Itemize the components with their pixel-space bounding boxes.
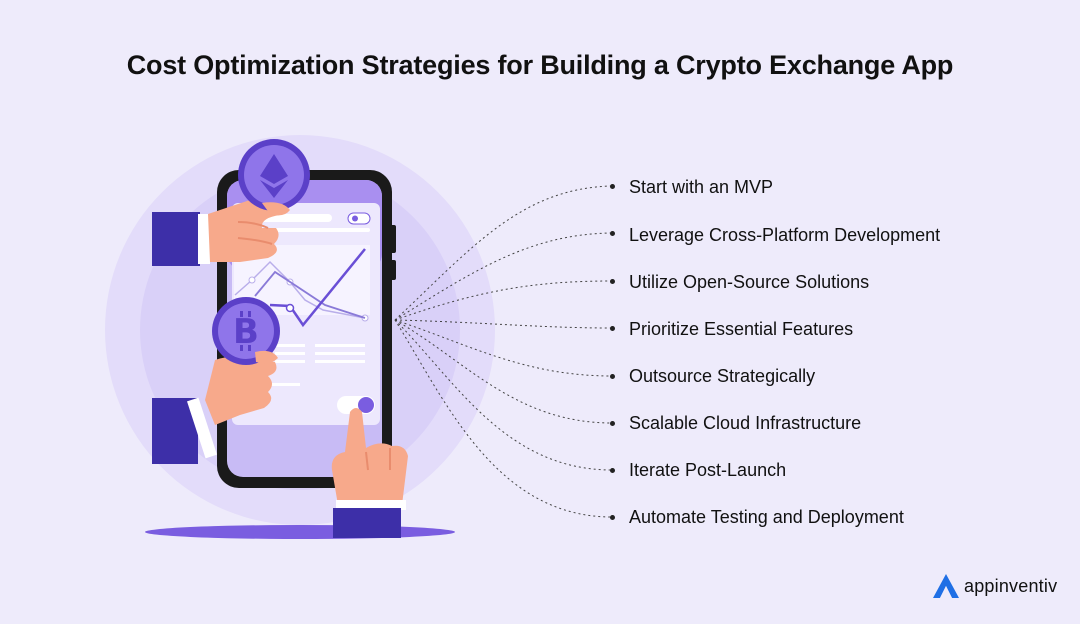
bullet-dot [610, 326, 615, 331]
strategy-item: Prioritize Essential Features [629, 319, 854, 339]
strategy-item: Utilize Open-Source Solutions [629, 272, 870, 292]
bullet-dot [610, 231, 615, 236]
strategy-item: Automate Testing and Deployment [629, 507, 904, 527]
strategy-item: Outsource Strategically [629, 366, 816, 386]
bullet-dot [610, 279, 615, 284]
brand-name: appinventiv [964, 575, 1058, 596]
page-title: Cost Optimization Strategies for Buildin… [126, 50, 954, 80]
appinventiv-logo-icon [933, 574, 959, 598]
bullet-dot [610, 421, 615, 426]
strategy-item: Iterate Post-Launch [629, 460, 787, 480]
bullet-dot [610, 374, 615, 379]
floor-shadow [145, 525, 455, 539]
strategy-item: Scalable Cloud Infrastructure [629, 413, 862, 433]
bullet-dot [610, 515, 615, 520]
bullet-dot [610, 184, 615, 189]
ethereum-coin-icon [238, 139, 310, 211]
strategy-item: Leverage Cross-Platform Development [629, 225, 941, 245]
bitcoin-coin-icon: B [212, 297, 280, 365]
brand-logo: appinventiv [932, 573, 1057, 599]
svg-text:B: B [233, 312, 259, 352]
thumb-bottom [255, 350, 278, 364]
hand-top-left [152, 198, 282, 266]
connector-lines [394, 185, 613, 518]
strategy-item: Start with an MVP [629, 177, 774, 197]
thumb-top [262, 202, 290, 216]
hand-bottom-left [152, 356, 277, 464]
bullet-dot [610, 468, 615, 473]
pointing-hand [331, 408, 408, 538]
